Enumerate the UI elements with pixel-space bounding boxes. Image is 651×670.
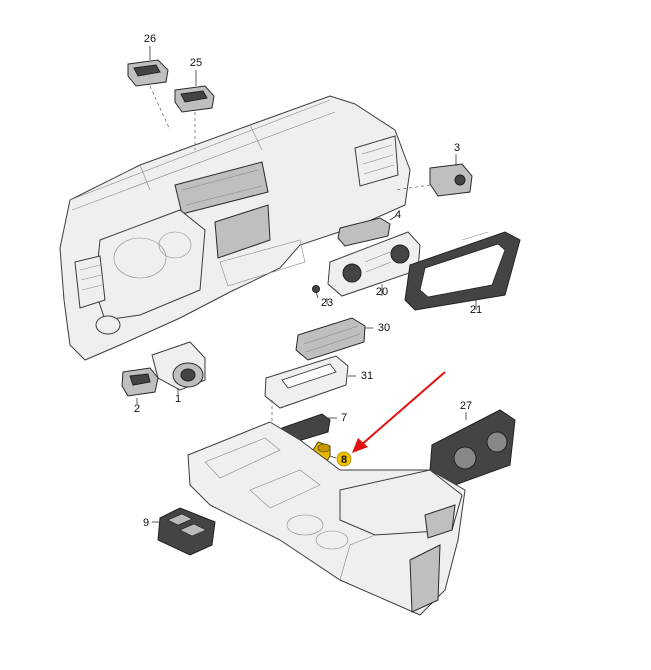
part-30-module: [295, 317, 366, 361]
red-arrow-icon: [352, 371, 446, 453]
part-1-light-switch: [151, 341, 206, 391]
callout-8: 8: [341, 454, 347, 466]
part-3-switch: [429, 163, 473, 197]
callout-30: 30: [378, 322, 390, 334]
callout-7: 7: [341, 412, 347, 424]
callout-21: 21: [470, 304, 482, 316]
callout-8-highlight: [336, 451, 352, 467]
callout-3: 3: [454, 142, 460, 154]
callout-9: 9: [143, 517, 149, 529]
callout-27: 27: [460, 400, 472, 412]
part-31-bezel: [264, 355, 349, 409]
callout-labels: 26 25 3 4 20 21 23 30 31 7 8 27 9 1 2: [134, 33, 482, 529]
part-20-climate-control: [327, 231, 421, 297]
part-27-rear-climate-panel: [429, 409, 516, 486]
part-23-screw: [312, 285, 320, 299]
dashboard-panel: [59, 95, 411, 361]
part-9-switch-panel: [157, 507, 216, 556]
callout-26: 26: [144, 33, 156, 45]
part-26-switch: [127, 59, 169, 87]
part-2-switch: [121, 367, 159, 397]
callout-23: 23: [321, 297, 333, 309]
callout-2: 2: [134, 403, 140, 415]
callout-25: 25: [190, 57, 202, 69]
leader-lines: [136, 46, 477, 523]
callout-1: 1: [175, 393, 181, 405]
callout-31: 31: [361, 370, 373, 382]
center-console: [187, 421, 466, 616]
part-21-frame: [404, 231, 521, 311]
callout-4: 4: [395, 209, 401, 221]
part-4-trim: [337, 217, 391, 247]
part-25-switch: [174, 85, 215, 113]
callout-20: 20: [376, 286, 388, 298]
